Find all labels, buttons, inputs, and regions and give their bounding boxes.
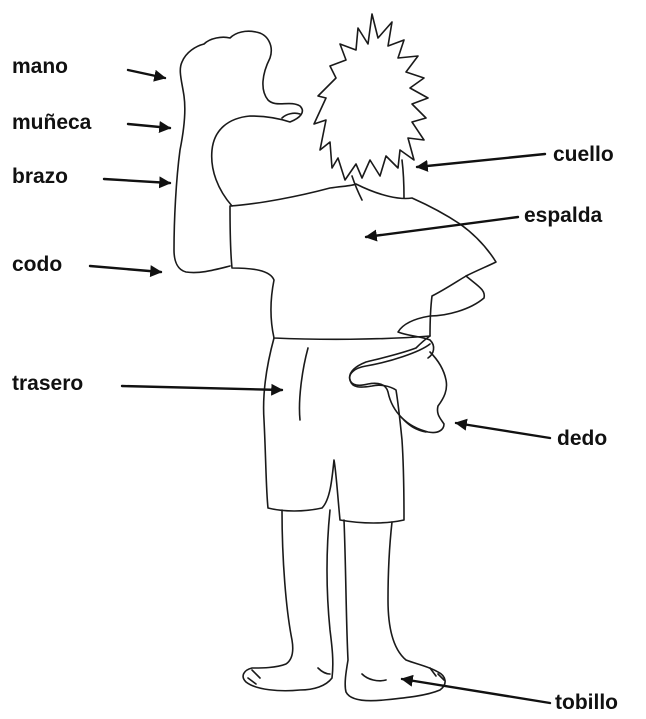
arrow-muneca <box>126 121 172 133</box>
arrow-cuello <box>415 152 547 172</box>
label-cuello: cuello <box>553 143 614 166</box>
label-dedo: dedo <box>557 427 608 450</box>
right-leg <box>343 519 446 702</box>
label-espalda: espalda <box>524 204 603 227</box>
label-tobillo: tobillo <box>555 691 618 714</box>
shirt <box>229 183 497 341</box>
boy-figure <box>173 13 497 702</box>
label-brazo: brazo <box>12 165 69 188</box>
arrow-tobillo <box>400 674 552 705</box>
arrow-brazo <box>102 176 172 189</box>
arrow-mano <box>126 68 167 82</box>
label-trasero: trasero <box>12 372 84 395</box>
arrow-espalda <box>364 215 520 242</box>
pointer-arrows <box>88 68 552 705</box>
hair-outline <box>313 13 429 181</box>
label-codo: codo <box>12 253 63 276</box>
arrow-trasero <box>120 383 284 396</box>
arrow-dedo <box>454 418 552 440</box>
label-mano: mano <box>12 55 69 78</box>
neck <box>351 159 405 201</box>
back-arm <box>397 275 486 359</box>
raised-arm <box>173 30 304 274</box>
back-hand <box>348 343 448 434</box>
arrow-codo <box>88 264 163 278</box>
shorts <box>262 335 431 524</box>
left-leg <box>242 509 334 692</box>
label-muneca: muñeca <box>12 111 92 134</box>
